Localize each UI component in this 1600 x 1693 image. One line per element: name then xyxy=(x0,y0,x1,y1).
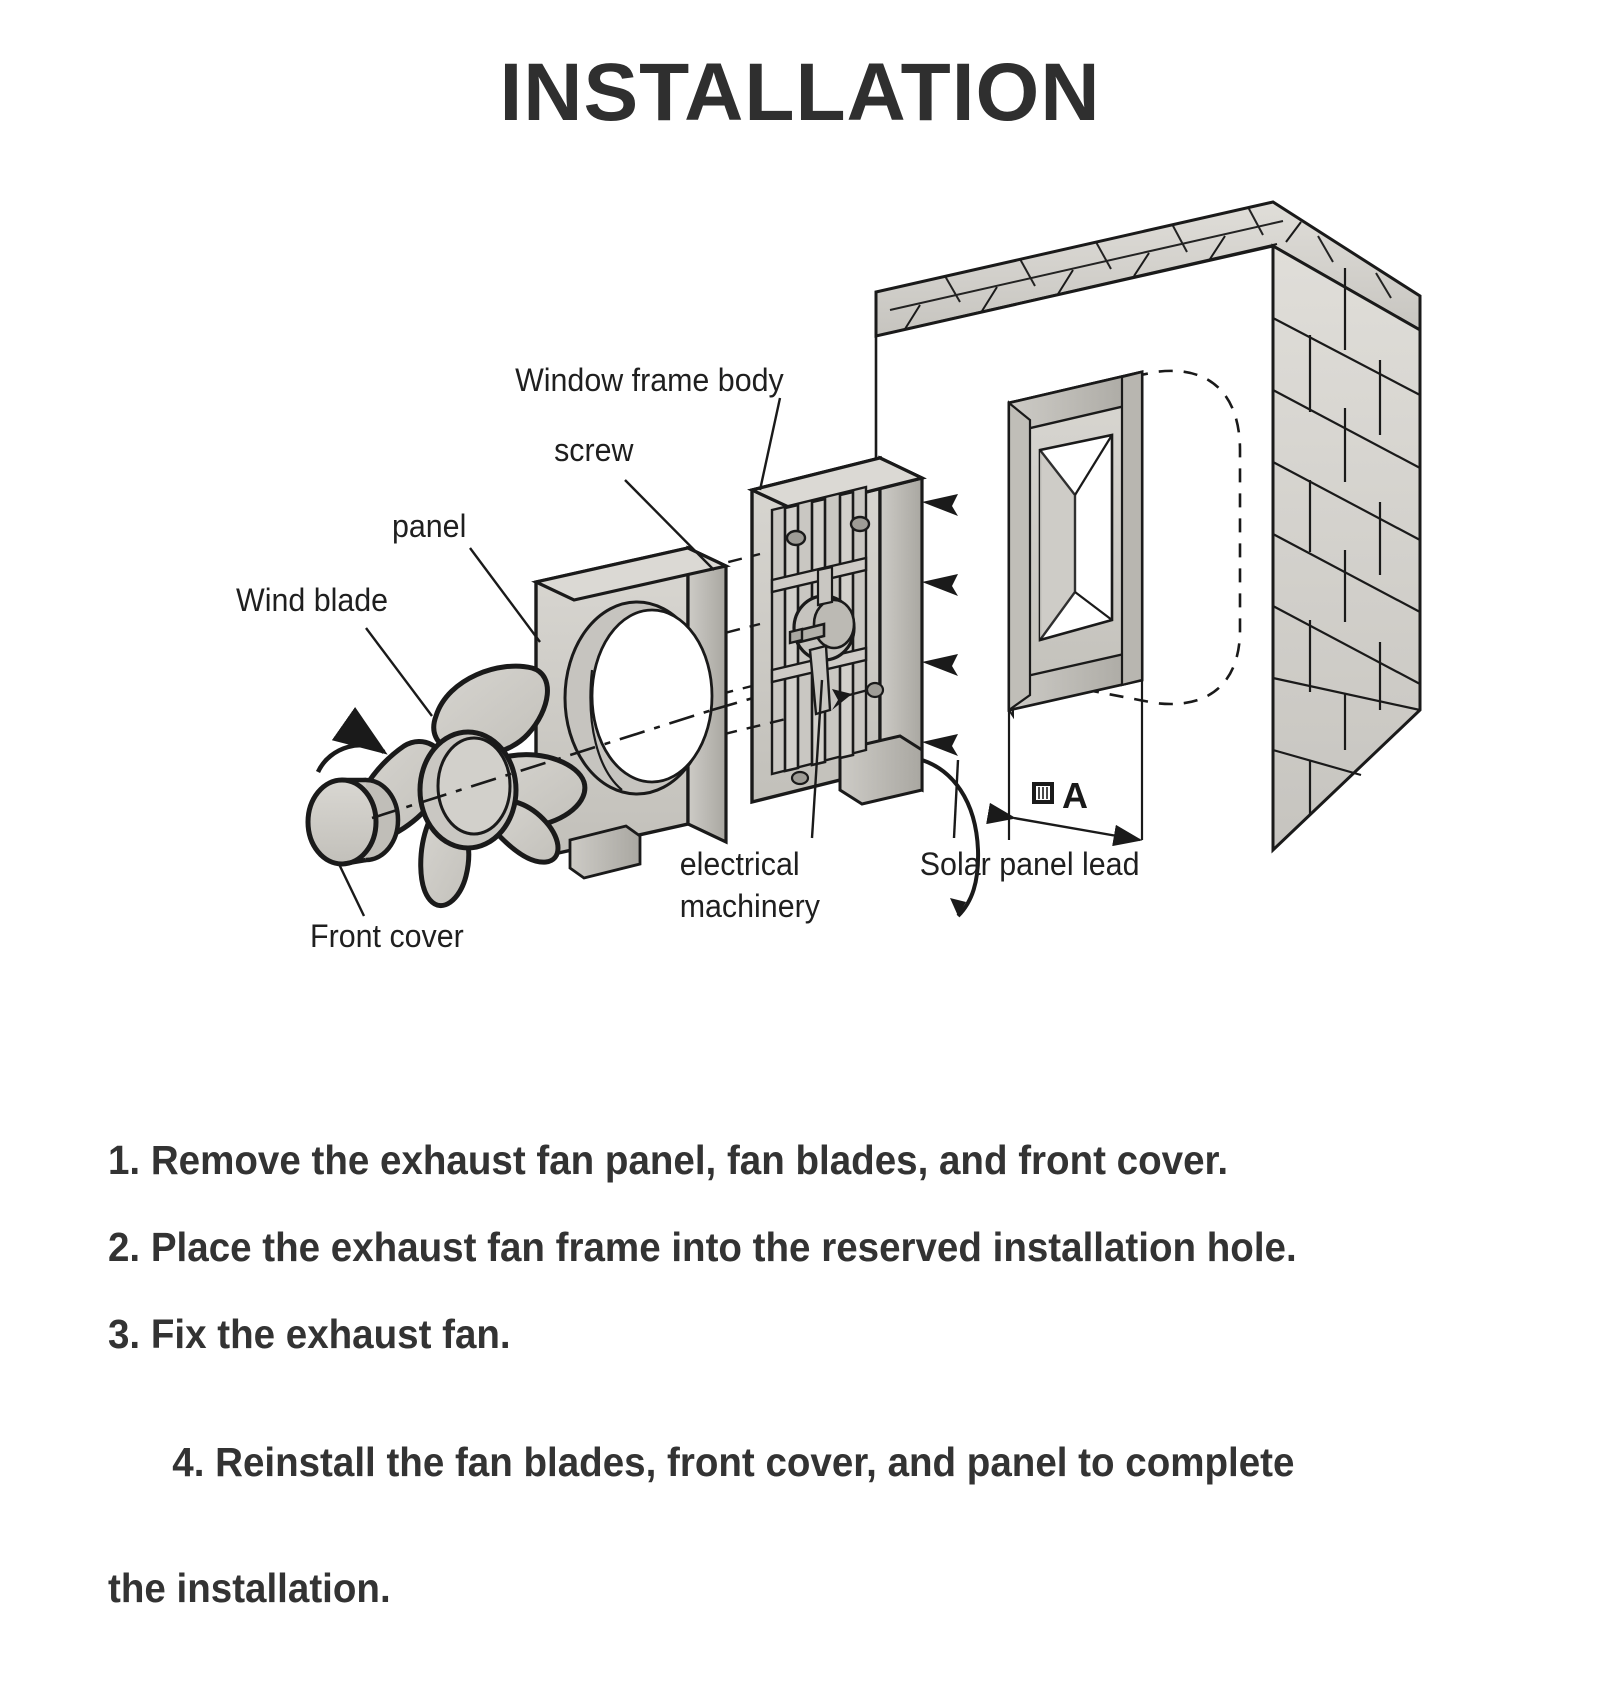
dimension-a-label: A xyxy=(1062,775,1088,816)
instruction-steps: 1. Remove the exhaust fan panel, fan bla… xyxy=(108,1140,1528,1691)
instruction-step-1: 1. Remove the exhaust fan panel, fan bla… xyxy=(108,1137,1229,1183)
diagram-svg: A xyxy=(305,200,1422,918)
page-title: INSTALLATION xyxy=(499,47,1101,138)
label-electrical-machinery-line2: machinery xyxy=(679,887,820,924)
motor-hub xyxy=(788,565,856,716)
label-front-cover: Front cover xyxy=(310,918,464,954)
front-cover-part xyxy=(305,707,401,867)
label-window-frame-body: Window frame body xyxy=(515,362,784,398)
wind-blade-part xyxy=(349,663,588,908)
label-screw: screw xyxy=(554,432,634,468)
instruction-step-4-line1: 4. Reinstall the fan blades, front cover… xyxy=(172,1439,1295,1485)
brick-wall xyxy=(874,200,1422,854)
frame-side-screws xyxy=(922,494,958,756)
dimension-a: A xyxy=(986,775,1143,847)
label-solar-panel-lead: Solar panel lead xyxy=(919,846,1140,882)
label-electrical-machinery-line1: electrical xyxy=(679,846,800,882)
instruction-step-4-line2: the installation. xyxy=(108,1565,391,1611)
solar-panel-lead-cable xyxy=(921,758,981,918)
instruction-step-3: 3. Fix the exhaust fan. xyxy=(108,1311,511,1357)
window-frame-body-part xyxy=(747,455,958,806)
reserved-installation-hole xyxy=(1007,369,1242,840)
exploded-assembly-diagram: A xyxy=(0,150,1600,1150)
label-wind-blade: Wind blade xyxy=(236,582,389,618)
panel-part xyxy=(531,545,731,880)
label-electrical-machinery: electrical machinery xyxy=(680,846,820,926)
instruction-step-2: 2. Place the exhaust fan frame into the … xyxy=(108,1224,1297,1270)
instruction-step-4: 4. Reinstall the fan blades, front cover… xyxy=(108,1401,1443,1691)
leader-lines xyxy=(336,397,960,917)
installation-diagram-page: INSTALLATION xyxy=(0,47,1600,1609)
label-panel: panel xyxy=(391,508,467,544)
assembly-centerline xyxy=(371,694,761,820)
